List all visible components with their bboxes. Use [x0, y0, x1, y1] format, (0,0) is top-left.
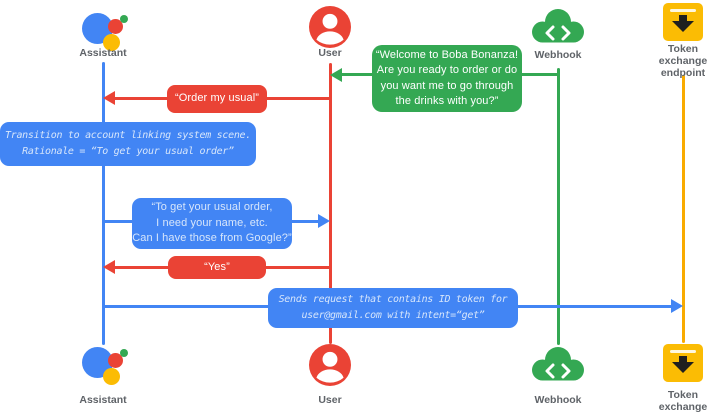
token-endpoint-actor-bottom — [663, 344, 703, 382]
assistant-yellow-dot-icon — [103, 368, 120, 385]
webhook-lifeline — [556, 68, 560, 345]
assistant-actor-top — [79, 9, 128, 53]
order-my-usual-message: “Order my usual” — [167, 85, 267, 113]
webhook-label-top: Webhook — [534, 49, 582, 61]
ask-google-arrowhead-icon — [318, 214, 330, 228]
sends-request-message: Sends request that contains ID token for… — [268, 288, 518, 328]
token-endpoint-icon — [663, 344, 703, 382]
user-lifeline — [328, 63, 332, 344]
ask-google-message: “To get your usual order, I need your na… — [132, 198, 292, 249]
assistant-label-top: Assistant — [79, 47, 127, 59]
google-assistant-icon — [79, 343, 128, 387]
token-endpoint-icon — [663, 3, 703, 41]
order-my-usual-arrowhead-icon — [103, 91, 115, 105]
welcome-arrowhead-icon — [330, 68, 342, 82]
token-endpoint-label-bottom: Token exchange endpoint — [658, 389, 708, 413]
user-icon — [309, 6, 351, 48]
transition-note: Transition to account linking system sce… — [0, 122, 256, 166]
yes-arrowhead-icon — [103, 260, 115, 274]
assistant-label-bottom: Assistant — [79, 394, 127, 406]
token-endpoint-actor-top — [663, 3, 703, 41]
assistant-yellow-dot-icon — [103, 34, 120, 51]
webhook-label-bottom: Webhook — [534, 394, 582, 406]
assistant-actor-bottom — [79, 343, 128, 387]
user-icon — [309, 344, 351, 386]
welcome-message: “Welcome to Boba Bonanza! Are you ready … — [372, 45, 522, 112]
webhook-cloud-icon — [532, 9, 584, 43]
google-assistant-icon — [79, 9, 128, 53]
token-endpoint-label-top: Token exchange endpoint — [658, 43, 708, 79]
user-actor-top — [309, 6, 351, 48]
webhook-actor-top — [530, 7, 586, 47]
token-endpoint-lifeline — [681, 75, 685, 343]
assistant-red-dot-icon — [108, 353, 123, 368]
user-label-bottom: User — [318, 394, 342, 406]
sends-request-arrowhead-icon — [671, 299, 683, 313]
webhook-cloud-icon — [532, 347, 584, 381]
user-actor-bottom — [309, 344, 351, 386]
assistant-green-dot-icon — [120, 15, 128, 23]
assistant-lifeline — [101, 62, 105, 345]
webhook-actor-bottom — [530, 345, 586, 385]
user-label-top: User — [318, 47, 342, 59]
assistant-green-dot-icon — [120, 349, 128, 357]
yes-message: “Yes” — [168, 256, 266, 279]
assistant-red-dot-icon — [108, 19, 123, 34]
